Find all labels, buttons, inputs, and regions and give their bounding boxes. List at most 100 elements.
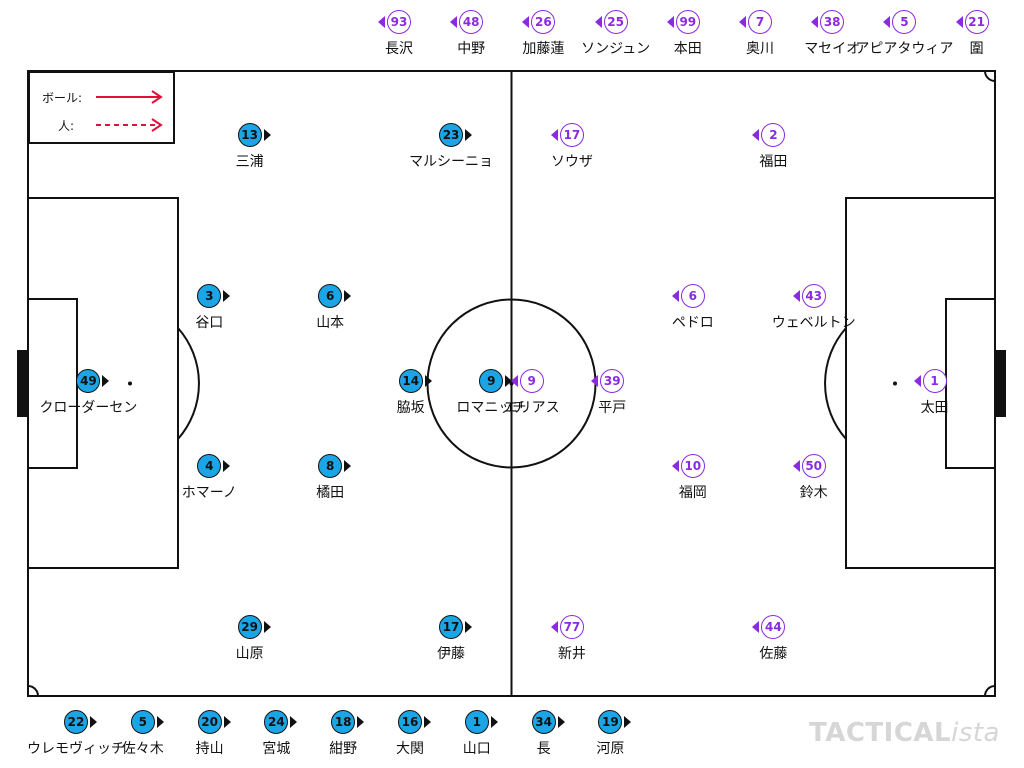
direction-left-icon — [591, 375, 599, 387]
away-player[interactable]: 2 福田 — [733, 119, 813, 175]
direction-left-icon — [671, 460, 679, 472]
player-name: 佐藤 — [759, 646, 788, 662]
player-name: ソウザ — [550, 154, 593, 170]
home-player[interactable]: 49 クローダーセン — [39, 365, 137, 421]
player-name: マセイオ — [804, 41, 861, 57]
direction-left-icon — [913, 375, 921, 387]
solid-arrow-icon — [96, 90, 163, 104]
player-name: ソンジュン — [581, 41, 651, 57]
player-number: 7 — [748, 10, 772, 34]
player-number: 50 — [801, 454, 826, 478]
direction-right-icon — [290, 716, 298, 728]
player-number: 48 — [459, 10, 484, 34]
direction-left-icon — [510, 375, 518, 387]
direction-right-icon — [102, 375, 110, 387]
direction-right-icon — [344, 460, 352, 472]
player-number: 4 — [197, 454, 222, 478]
away-player[interactable]: 25 ソンジュン — [576, 6, 656, 62]
legend: ボール: 人: — [28, 71, 175, 144]
direction-left-icon — [955, 16, 963, 28]
player-name: 山本 — [316, 315, 345, 331]
direction-right-icon — [465, 129, 473, 141]
player-number: 9 — [519, 369, 544, 393]
direction-right-icon — [424, 375, 432, 387]
player-name: ウレモヴィッチ — [27, 741, 125, 757]
direction-right-icon — [490, 716, 498, 728]
player-number: 13 — [237, 123, 262, 147]
player-name: 佐々木 — [121, 741, 164, 757]
player-name: 圍 — [969, 41, 984, 57]
player-name: 福田 — [759, 154, 788, 170]
player-number: 2 — [761, 123, 786, 147]
player-name: 長 — [536, 741, 551, 757]
direction-right-icon — [263, 129, 271, 141]
direction-left-icon — [811, 16, 819, 28]
player-name: 宮城 — [262, 741, 291, 757]
player-name: クローダーセン — [39, 400, 138, 416]
away-player[interactable]: 50 鈴木 — [774, 450, 854, 506]
player-number: 5 — [892, 10, 917, 34]
direction-right-icon — [90, 716, 97, 728]
player-number: 49 — [76, 369, 101, 393]
home-player[interactable]: 16 大関 — [370, 706, 450, 762]
player-number: 10 — [680, 454, 705, 478]
player-number: 39 — [600, 369, 625, 393]
player-name: 大関 — [396, 741, 424, 757]
direction-right-icon — [223, 460, 231, 472]
direction-left-icon — [752, 129, 760, 141]
player-name: 奥川 — [746, 41, 774, 57]
home-player[interactable]: 34 長 — [504, 706, 584, 762]
player-number: 99 — [675, 10, 700, 34]
direction-left-icon — [792, 460, 800, 472]
direction-left-icon — [594, 16, 602, 28]
player-number: 19 — [598, 710, 623, 734]
away-player[interactable]: 7 奥川 — [720, 6, 800, 62]
player-name: 福岡 — [678, 485, 707, 501]
home-player[interactable]: 22 ウレモヴィッチ — [27, 706, 125, 762]
player-number: 34 — [531, 710, 556, 734]
direction-left-icon — [666, 16, 674, 28]
player-name: 鈴木 — [799, 485, 828, 501]
away-player[interactable]: 10 福岡 — [653, 450, 733, 506]
direction-left-icon — [883, 16, 891, 28]
player-number: 16 — [398, 710, 422, 734]
player-number: 25 — [603, 10, 628, 34]
dashed-arrow-icon — [96, 118, 163, 132]
player-name: 長沢 — [385, 41, 413, 57]
player-number: 22 — [64, 710, 88, 734]
player-number: 18 — [331, 710, 356, 734]
player-number: 77 — [559, 615, 584, 639]
legend-person-row: 人: — [30, 115, 170, 135]
